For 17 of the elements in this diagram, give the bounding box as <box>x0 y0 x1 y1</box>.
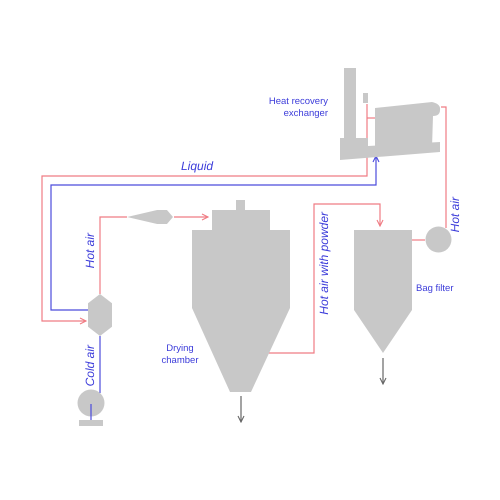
edge-label: Cold air <box>84 345 97 386</box>
edge-label: Liquid <box>181 160 214 173</box>
equipment-label: Heat recovery exchanger <box>268 96 328 120</box>
equipment-label: Bag filter <box>416 283 454 295</box>
arrow <box>379 358 387 385</box>
connector-line <box>99 216 127 294</box>
edge-label: Hot air <box>449 197 462 232</box>
edge-label: Hot air with powder <box>318 212 331 315</box>
connector-line <box>441 106 447 228</box>
equipment-label: Drying chamber <box>160 343 200 367</box>
arrow <box>50 155 380 311</box>
connector-line <box>99 336 101 393</box>
arrow <box>267 203 384 354</box>
arrow <box>174 213 209 221</box>
arrow <box>237 396 245 423</box>
connector-line <box>412 239 425 241</box>
edge-label: Hot air <box>84 233 97 268</box>
